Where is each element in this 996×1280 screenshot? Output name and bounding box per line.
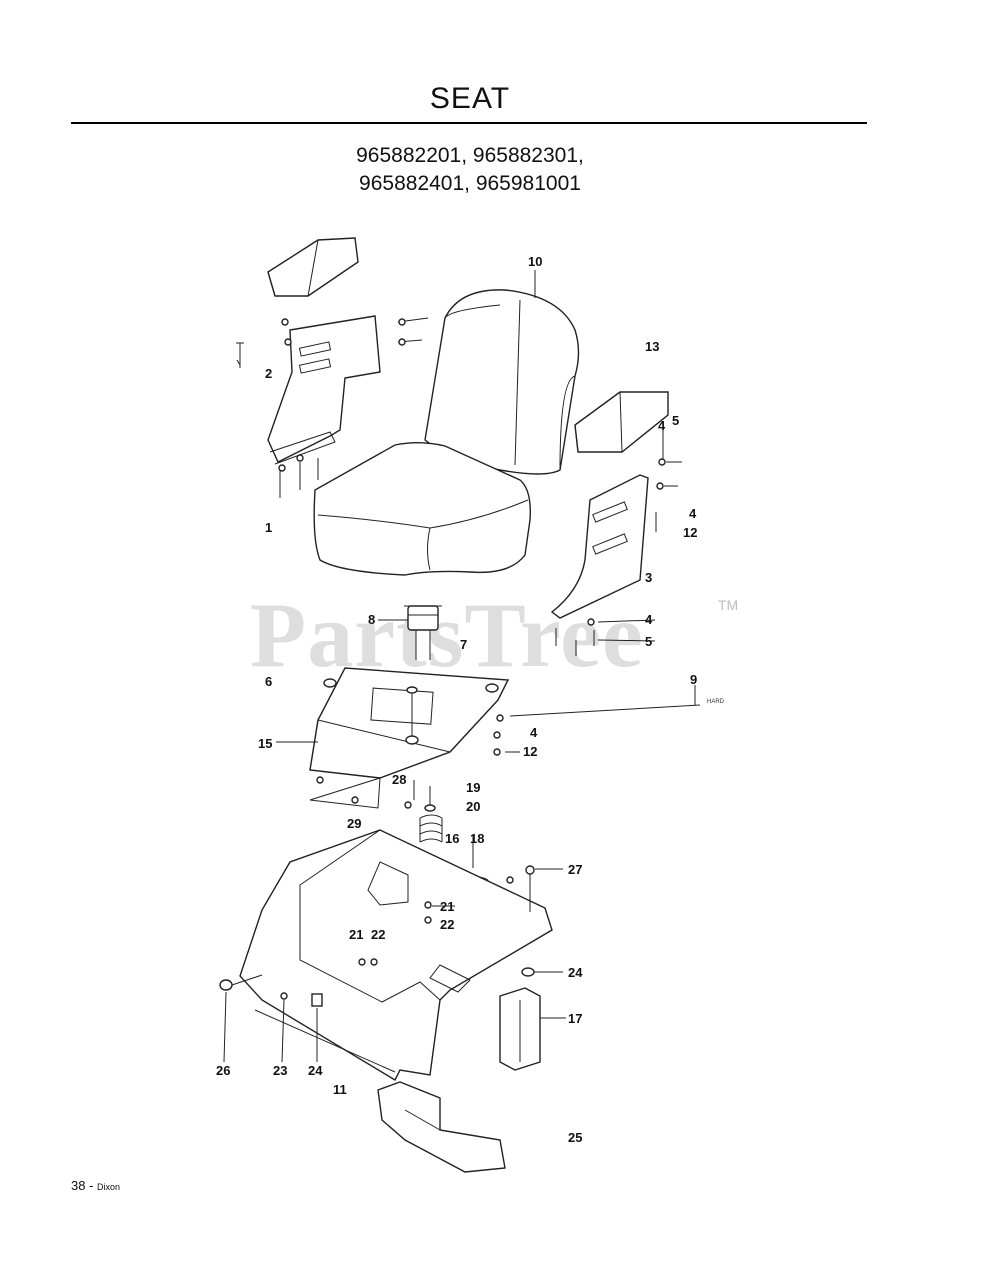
hinge-bracket-25 <box>377 1081 506 1173</box>
callout-13: 13 <box>645 339 659 354</box>
callout-5b: 5 <box>645 634 652 649</box>
callout-11: 11 <box>333 1082 347 1097</box>
model-line-1: 965882201, 965882301, <box>356 144 584 167</box>
callout-20: 20 <box>466 799 480 814</box>
latch-bracket-17 <box>499 987 541 1071</box>
right-armrest-pad <box>574 391 669 453</box>
trademark-symbol: TM <box>718 597 739 613</box>
right-seat-bracket <box>550 474 649 619</box>
long-bolt-9: HARD <box>493 699 725 756</box>
callout-18: 18 <box>470 831 484 846</box>
footer-separator: - <box>85 1178 98 1193</box>
callout-27: 27 <box>568 862 582 877</box>
callout-21: 21 <box>440 899 454 914</box>
seat-suspension-mount <box>404 605 442 660</box>
right-side-fasteners <box>555 458 682 656</box>
callout-28: 28 <box>392 772 406 787</box>
brand-name: Dixon <box>97 1182 121 1192</box>
callout-22b: 22 <box>371 927 385 942</box>
model-numbers: 965882201, 965882301, 965882401, 9659810… <box>0 142 940 198</box>
callout-9: 9 <box>690 672 697 687</box>
part-callouts: 10 13 2 4 5 4 12 1 3 8 7 4 5 6 9 15 4 12… <box>216 254 697 1145</box>
callout-23: 23 <box>273 1063 287 1078</box>
callout-21b: 21 <box>349 927 363 942</box>
page-title: SEAT <box>429 82 511 115</box>
frame-fasteners <box>219 865 535 1073</box>
page-number: 38 <box>71 1178 86 1193</box>
callout-12b: 12 <box>523 744 537 759</box>
seat-mounting-plate <box>309 667 510 809</box>
leader-lines <box>223 270 696 1063</box>
callout-5: 5 <box>672 413 679 428</box>
model-line-2: 965882401, 965981001 <box>359 172 581 195</box>
title-rule <box>71 122 867 124</box>
callout-17: 17 <box>568 1011 582 1026</box>
left-top-bolts <box>236 317 429 498</box>
callout-15: 15 <box>258 736 272 751</box>
plate-washers <box>316 678 499 812</box>
callout-29: 29 <box>347 816 361 831</box>
callout-19: 19 <box>466 780 480 795</box>
suspension-spring-16 <box>419 814 443 843</box>
bolt-note: HARD <box>707 699 725 705</box>
callout-2: 2 <box>265 366 272 381</box>
callout-10: 10 <box>528 254 542 269</box>
callout-3: 3 <box>645 570 652 585</box>
callout-6: 6 <box>265 674 272 689</box>
callout-12: 12 <box>683 525 697 540</box>
callout-24: 24 <box>568 965 583 980</box>
callout-7: 7 <box>460 637 467 652</box>
seat-frame <box>239 829 553 1081</box>
callout-4b: 4 <box>689 506 697 521</box>
seat-back-cushion <box>424 289 580 475</box>
left-seat-bracket <box>267 315 381 465</box>
callout-4c: 4 <box>645 612 653 627</box>
callout-25: 25 <box>568 1130 582 1145</box>
callout-24b: 24 <box>308 1063 323 1078</box>
left-armrest-pad <box>267 237 359 297</box>
seat-cushion <box>313 442 531 576</box>
callout-4: 4 <box>658 418 666 433</box>
callout-22: 22 <box>440 917 454 932</box>
callout-8: 8 <box>368 612 375 627</box>
callout-26: 26 <box>216 1063 230 1078</box>
callout-4d: 4 <box>530 725 538 740</box>
page-footer: 38 - Dixon <box>71 1178 120 1193</box>
callout-1: 1 <box>265 520 272 535</box>
callout-16: 16 <box>445 831 459 846</box>
